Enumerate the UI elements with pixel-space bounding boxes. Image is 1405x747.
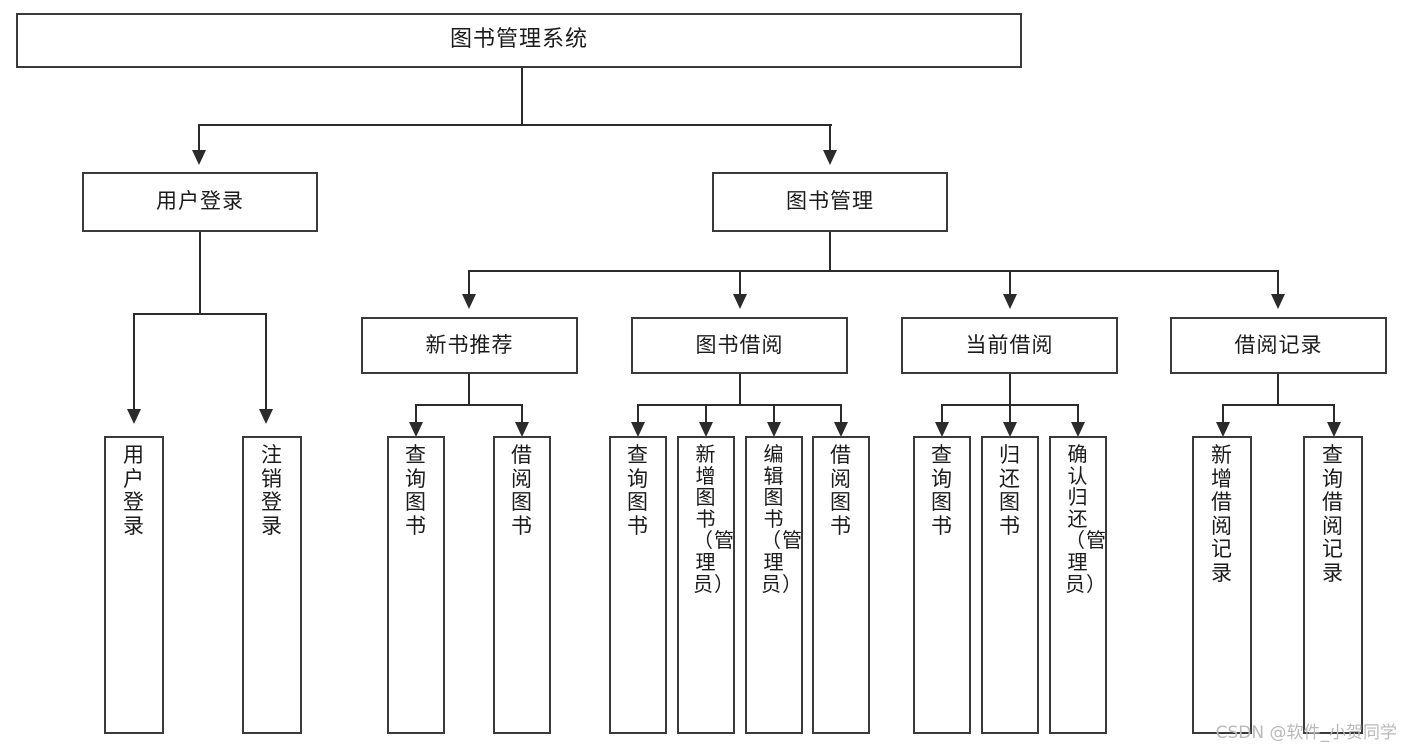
arrowhead-leaf-edit-book <box>767 422 781 437</box>
leaf-query-book-borrow[interactable]: 查询图书 <box>609 436 667 734</box>
leaf-borrow-book-recommend[interactable]: 借阅图书 <box>493 436 551 734</box>
leaf-confirm-return-admin[interactable]: 确认归还（管理员） <box>1049 436 1107 734</box>
node-label: 注销登录 <box>261 443 283 538</box>
connector-drop-leaf-query-borrow-record <box>1333 404 1335 426</box>
node-label: 查询借阅记录 <box>1322 443 1344 585</box>
leaf-add-book-admin[interactable]: 新增图书（管理员） <box>677 436 735 734</box>
node-label: 新书推荐 <box>425 332 514 357</box>
connector-borrow-record-stem <box>1277 374 1279 406</box>
connector-book-management-stem <box>829 232 831 272</box>
arrowhead-book-borrow <box>733 294 747 309</box>
arrowhead-leaf-add-borrow-record <box>1216 422 1230 437</box>
arrowhead-leaf-borrow-book-2 <box>834 422 848 437</box>
node-label: 新增借阅记录 <box>1211 443 1233 585</box>
node-label: 查询图书 <box>931 443 953 538</box>
node-label: 借阅图书 <box>511 443 533 538</box>
connector-drop-leaf-add-borrow-record <box>1222 404 1224 426</box>
connector-drop-leaf-user-login <box>133 313 135 411</box>
arrowhead-leaf-query-book-1 <box>409 422 423 437</box>
arrowhead-leaf-user-login <box>127 409 141 424</box>
arrowhead-user-login <box>192 150 206 165</box>
connector-drop-leaf-borrow-book-1 <box>521 404 523 426</box>
leaf-user-login[interactable]: 用户登录 <box>104 436 164 734</box>
node-label: 编辑图书（管理员） <box>761 442 803 596</box>
arrowhead-new-book-recommend <box>462 294 476 309</box>
connector-root-stem <box>521 68 523 125</box>
node-label: 图书借阅 <box>695 332 784 357</box>
connector-borrow-record-bus <box>1222 404 1334 406</box>
connector-user-login-bus <box>133 313 267 315</box>
node-label: 图书管理系统 <box>449 27 588 53</box>
node-label: 当前借阅 <box>965 332 1054 357</box>
node-label: 确认归还（管理员） <box>1065 442 1107 596</box>
arrowhead-leaf-add-book <box>699 422 713 437</box>
connector-drop-user-login <box>198 124 200 152</box>
arrowhead-leaf-borrow-book-1 <box>515 422 529 437</box>
node-borrow-record[interactable]: 借阅记录 <box>1170 317 1387 374</box>
connector-drop-book-borrow <box>739 270 741 296</box>
connector-book-borrow-stem <box>739 374 741 406</box>
node-book-borrow[interactable]: 图书借阅 <box>631 317 848 374</box>
node-user-login[interactable]: 用户登录 <box>82 172 318 232</box>
node-label: 查询图书 <box>405 443 427 538</box>
node-label: 用户登录 <box>123 443 145 538</box>
node-current-borrow[interactable]: 当前借阅 <box>901 317 1118 374</box>
connector-drop-current-borrow <box>1009 270 1011 296</box>
arrowhead-leaf-confirm-return <box>1071 422 1085 437</box>
node-label: 图书管理 <box>786 189 874 214</box>
connector-drop-leaf-logout <box>265 313 267 411</box>
leaf-logout[interactable]: 注销登录 <box>242 436 302 734</box>
node-label: 新增图书（管理员） <box>693 442 735 596</box>
node-label: 归还图书 <box>999 443 1021 538</box>
leaf-borrow-book[interactable]: 借阅图书 <box>812 436 870 734</box>
arrowhead-leaf-query-book-3 <box>935 422 949 437</box>
connector-book-borrow-bus <box>637 404 841 406</box>
node-label: 用户登录 <box>156 189 244 214</box>
arrowhead-current-borrow <box>1003 294 1017 309</box>
node-label: 查询图书 <box>627 443 649 538</box>
arrowhead-leaf-query-book-2 <box>631 422 645 437</box>
connector-drop-book-management <box>829 124 831 152</box>
connector-new-book-recommend-stem <box>468 374 470 406</box>
connector-drop-leaf-borrow-book-2 <box>840 404 842 426</box>
connector-drop-leaf-confirm-return <box>1077 404 1079 426</box>
leaf-query-book-current[interactable]: 查询图书 <box>913 436 971 734</box>
connector-level3-bus <box>468 270 1279 272</box>
node-new-book-recommend[interactable]: 新书推荐 <box>361 317 578 374</box>
connector-drop-leaf-query-book-1 <box>415 404 417 426</box>
node-label: 借阅记录 <box>1234 332 1323 357</box>
connector-drop-leaf-query-book-3 <box>941 404 943 426</box>
node-label: 借阅图书 <box>830 443 852 538</box>
leaf-edit-book-admin[interactable]: 编辑图书（管理员） <box>745 436 803 734</box>
leaf-query-book-recommend[interactable]: 查询图书 <box>387 436 445 734</box>
connector-level2-bus <box>198 124 832 126</box>
node-root-book-management-system[interactable]: 图书管理系统 <box>16 13 1022 68</box>
connector-drop-new-book-recommend <box>468 270 470 296</box>
arrowhead-leaf-return-book <box>1003 422 1017 437</box>
arrowhead-borrow-record <box>1271 294 1285 309</box>
leaf-query-borrow-record[interactable]: 查询借阅记录 <box>1303 436 1363 734</box>
arrowhead-book-management <box>823 150 837 165</box>
connector-drop-leaf-edit-book <box>773 404 775 426</box>
connector-user-login-stem <box>199 232 201 314</box>
node-book-management[interactable]: 图书管理 <box>712 172 948 232</box>
connector-drop-leaf-query-book-2 <box>637 404 639 426</box>
arrowhead-leaf-query-borrow-record <box>1327 422 1341 437</box>
leaf-return-book[interactable]: 归还图书 <box>981 436 1039 734</box>
connector-current-borrow-stem <box>1009 374 1011 406</box>
leaf-add-borrow-record[interactable]: 新增借阅记录 <box>1192 436 1252 734</box>
connector-drop-borrow-record <box>1277 270 1279 296</box>
arrowhead-leaf-logout <box>259 409 273 424</box>
connector-drop-leaf-add-book <box>705 404 707 426</box>
connector-new-book-recommend-bus <box>415 404 522 406</box>
connector-drop-leaf-return-book <box>1009 404 1011 426</box>
